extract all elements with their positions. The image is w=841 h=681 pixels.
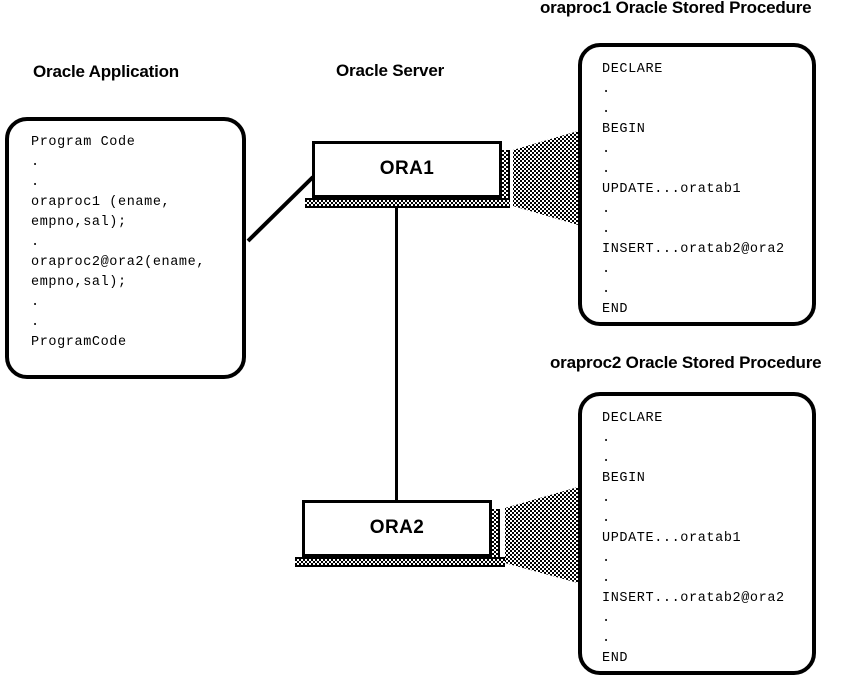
code-line: . xyxy=(31,175,40,190)
code-line: empno,sal); xyxy=(31,275,127,290)
ora1-shadow-bottom xyxy=(305,198,510,208)
connector-ora1-to-ora2 xyxy=(395,207,398,503)
ora1-label: ORA1 xyxy=(379,158,435,179)
code-line: . xyxy=(602,431,611,446)
code-line: BEGIN xyxy=(602,471,646,486)
ora2-shadow-bottom xyxy=(295,557,505,567)
code-line: UPDATE...oratab1 xyxy=(602,531,742,546)
server-heading: Oracle Server xyxy=(336,61,444,80)
oraproc2-heading: oraproc2 Oracle Stored Procedure xyxy=(550,353,822,372)
oraproc1-code-box: DECLARE.. BEGIN.. UPDATE...oratab1.. INSERT… xyxy=(578,43,816,326)
code-line: . xyxy=(602,511,611,526)
code-line: . xyxy=(31,155,40,170)
code-line: . xyxy=(31,295,40,310)
code-line: . xyxy=(31,235,40,250)
code-line: END xyxy=(602,651,629,666)
oraproc1-code-listing: DECLARE.. BEGIN.. UPDATE...oratab1.. INSERT… xyxy=(602,60,806,320)
oraproc2-code-listing: DECLARE.. BEGIN.. UPDATE...oratab1.. INSERT… xyxy=(602,409,806,669)
code-line: . xyxy=(602,451,611,466)
oraproc1-heading: oraproc1 Oracle Stored Procedure xyxy=(540,0,812,17)
code-line: DECLARE xyxy=(602,62,663,77)
code-line: . xyxy=(602,631,611,646)
code-line: . xyxy=(602,551,611,566)
code-line: . xyxy=(602,222,611,237)
server-node-ora2[interactable]: ORA2 xyxy=(292,500,517,572)
code-line: oraproc1 (ename, xyxy=(31,195,171,210)
beam-ora1-to-oraproc1 xyxy=(513,131,578,225)
code-line: INSERT...oratab2@ora2 xyxy=(602,591,785,606)
server-node-ora1[interactable]: ORA1 xyxy=(302,141,527,211)
code-line: Program Code xyxy=(31,135,136,150)
code-line: UPDATE...oratab1 xyxy=(602,182,742,197)
ora2-label: ORA2 xyxy=(369,517,425,538)
ora1-box: ORA1 xyxy=(312,141,502,198)
oraproc2-code-box: DECLARE.. BEGIN.. UPDATE...oratab1.. INSERT… xyxy=(578,392,816,675)
code-line: oraproc2@ora2(ename, xyxy=(31,255,206,270)
code-line: empno,sal); xyxy=(31,215,127,230)
code-line: BEGIN xyxy=(602,122,646,137)
ora2-box: ORA2 xyxy=(302,500,492,557)
code-line: DECLARE xyxy=(602,411,663,426)
application-heading: Oracle Application xyxy=(33,62,179,81)
code-line: . xyxy=(602,571,611,586)
code-line: INSERT...oratab2@ora2 xyxy=(602,242,785,257)
application-code-box: Program Code.. oraproc1 (ename, empno,sal)… xyxy=(5,117,246,379)
code-line: . xyxy=(602,142,611,157)
connector-app-to-ora1 xyxy=(246,175,315,243)
application-code-listing: Program Code.. oraproc1 (ename, empno,sal)… xyxy=(31,133,236,353)
code-line: . xyxy=(31,315,40,330)
code-line: . xyxy=(602,102,611,117)
code-line: . xyxy=(602,262,611,277)
code-line: . xyxy=(602,282,611,297)
code-line: . xyxy=(602,162,611,177)
code-line: . xyxy=(602,611,611,626)
code-line: END xyxy=(602,302,629,317)
code-line: ProgramCode xyxy=(31,335,127,350)
code-line: . xyxy=(602,202,611,217)
code-line: . xyxy=(602,82,611,97)
beam-ora2-to-oraproc2 xyxy=(505,487,578,583)
code-line: . xyxy=(602,491,611,506)
